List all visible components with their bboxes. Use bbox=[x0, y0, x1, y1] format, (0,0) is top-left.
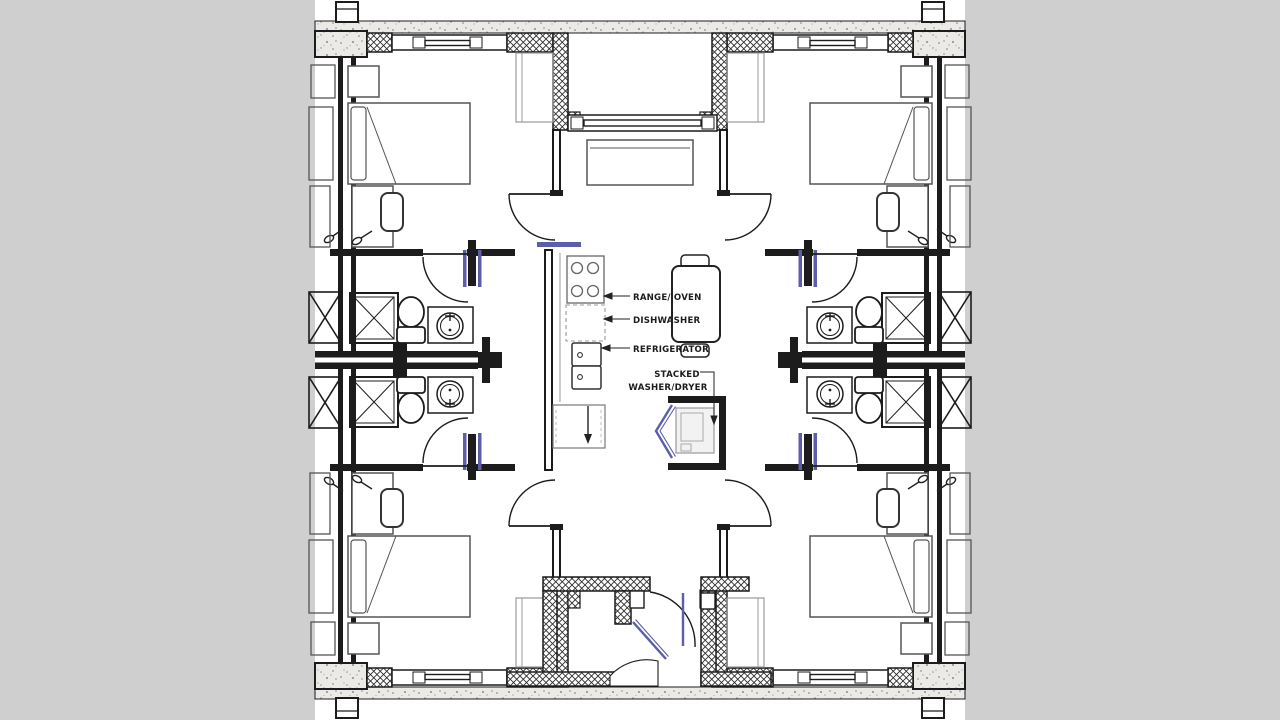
entry-vestibule bbox=[506, 576, 772, 687]
label-range-oven: RANGE/ OVEN bbox=[633, 293, 702, 303]
base-cabinet bbox=[552, 404, 606, 449]
washer-dryer-icon bbox=[675, 407, 715, 454]
refrigerator-icon bbox=[571, 342, 602, 390]
vestibule-walls bbox=[506, 576, 772, 687]
annotations: RANGE/ OVEN DISHWASHER REFRIGERATOR STAC… bbox=[600, 292, 718, 426]
label-stacked: STACKED bbox=[654, 370, 699, 380]
range-oven-icon bbox=[566, 255, 605, 304]
bathroom bbox=[349, 292, 474, 344]
label-refrigerator: REFRIGERATOR bbox=[633, 345, 709, 355]
exterior-wall-bands bbox=[314, 20, 966, 700]
wall-fixture-icon bbox=[323, 228, 373, 246]
bifold-door bbox=[654, 404, 676, 459]
label-washer-dryer: WASHER/DRYER bbox=[628, 383, 707, 393]
washer-dryer-closet bbox=[654, 396, 726, 470]
living-recess bbox=[567, 114, 718, 186]
dishwasher-icon bbox=[565, 304, 606, 342]
door-jamb-accents bbox=[463, 250, 482, 287]
kitchen-wall bbox=[544, 249, 553, 471]
bedroom bbox=[323, 52, 554, 248]
quadrant-top-left bbox=[308, 1, 581, 360]
dining-table bbox=[671, 254, 721, 358]
entry-door bbox=[632, 593, 685, 660]
closet bbox=[515, 52, 554, 123]
threshold-swing bbox=[609, 659, 659, 687]
opening-head-accent bbox=[537, 242, 581, 247]
down-arrow-icon bbox=[584, 406, 592, 444]
bathroom-door bbox=[422, 253, 469, 303]
adjacent-unit-fragment bbox=[308, 64, 342, 344]
bed bbox=[347, 102, 471, 185]
kitchen bbox=[537, 242, 606, 471]
shower-icon bbox=[349, 292, 399, 344]
label-dishwasher: DISHWASHER bbox=[633, 316, 701, 326]
interior-walls bbox=[315, 240, 515, 360]
toilet-icon bbox=[396, 296, 426, 344]
door-jamb bbox=[629, 590, 645, 609]
bedroom-door bbox=[508, 193, 556, 241]
chair bbox=[680, 343, 710, 358]
sink-icon bbox=[427, 306, 474, 344]
exterior-wall-segments bbox=[314, 30, 581, 196]
window bbox=[391, 34, 508, 51]
leader-lines bbox=[600, 292, 718, 426]
sofa bbox=[586, 139, 694, 186]
desk-chair bbox=[380, 192, 404, 232]
table bbox=[671, 265, 721, 343]
dresser bbox=[347, 65, 380, 98]
door-jamb bbox=[700, 592, 716, 610]
